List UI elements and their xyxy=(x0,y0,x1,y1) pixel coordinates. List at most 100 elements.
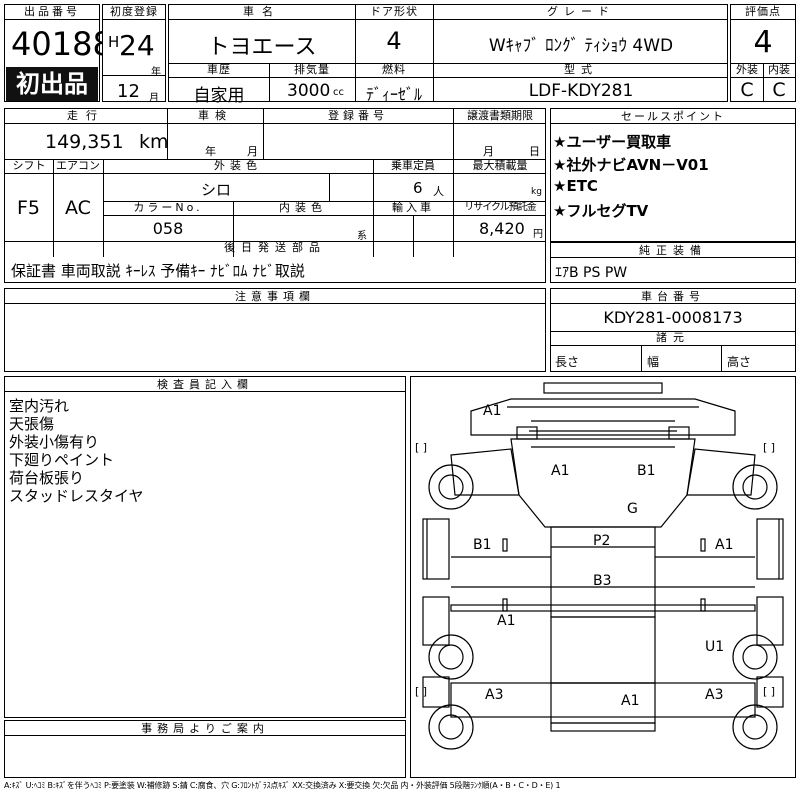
year-unit: 年 xyxy=(151,67,161,78)
dims-label: 諸元 xyxy=(551,331,795,346)
shift-label: シフト xyxy=(12,159,46,172)
grade-label: グレード xyxy=(547,5,615,18)
displacement-label: 排気量 xyxy=(294,63,330,76)
inspector-line: 天張傷 xyxy=(9,415,55,433)
transfer-month-unit: 月 xyxy=(483,145,494,158)
interior-label: 内装 xyxy=(768,63,790,76)
car-name-label: 車名 xyxy=(243,5,281,18)
office-label: 事務局よりご案内 xyxy=(5,721,405,736)
length-label: 長さ xyxy=(555,355,580,369)
damage-mark: A1 xyxy=(483,403,502,419)
sales-point: ★ユーザー買取車 xyxy=(553,133,672,151)
int-color-unit: 系 xyxy=(357,231,367,242)
lot-label: 出品番号 xyxy=(5,5,99,20)
mileage: 149,351 xyxy=(45,131,124,153)
shift: F5 xyxy=(17,197,41,219)
fuel-label: 燃料 xyxy=(382,63,406,76)
car-name: トヨエース xyxy=(207,35,317,60)
score-label: 評価点 xyxy=(731,5,795,20)
inspector-line: 荷台板張り xyxy=(9,469,85,487)
inspection-month-unit: 月 xyxy=(247,145,258,158)
first-listing-badge: 初出品 xyxy=(6,67,98,101)
reg-month: 12 xyxy=(117,81,140,102)
inspection-year-unit: 年 xyxy=(205,145,216,158)
color-no: 058 xyxy=(152,219,184,238)
standard-equipment: ｴｱB PS PW xyxy=(555,265,628,281)
header-section: 出品番号 40188 初出品 初度登録 H 24 年 12 月 車名 ドア形状 … xyxy=(4,4,796,106)
damage-mark: P2 xyxy=(593,533,611,549)
exterior-grade: C xyxy=(740,79,754,101)
chassis-number: KDY281-0008173 xyxy=(603,308,743,327)
month-unit: 月 xyxy=(149,93,159,104)
damage-mark: B1 xyxy=(637,463,656,479)
first-reg-label: 初度登録 xyxy=(103,5,165,20)
spec-box: 走行 車検 登録番号 譲渡書類期限 149,351 km 年 月 月 日 シフト… xyxy=(4,108,546,258)
damage-mark: G xyxy=(627,501,638,517)
damage-mark: U1 xyxy=(705,639,725,655)
later-parts-label: 後日発送部品 xyxy=(224,241,326,254)
inspection-label: 車検 xyxy=(198,109,232,122)
score-box: 評価点 4 外装 内装 C C xyxy=(730,4,796,102)
color-no-label: カラーNo. xyxy=(133,201,203,214)
bracket-left-bottom: [ ] xyxy=(415,685,428,698)
vehicle-info-box: 車名 ドア形状 グレード トヨエース 4 Wｷｬﾌﾞ ﾛﾝｸﾞ ﾃｨｼｮｳ 4W… xyxy=(168,4,728,106)
damage-mark: A3 xyxy=(705,687,724,703)
reg-year: 24 xyxy=(119,29,155,62)
legend: A:ｷｽﾞ U:ﾍｺﾐ B:ｷｽﾞを伴うﾍｺﾐ P:要塗装 W:補修跡 S:錆 … xyxy=(4,781,561,790)
model-label: 型式 xyxy=(564,63,598,76)
load-label: 最大積載量 xyxy=(472,159,528,172)
inspector-line: 外装小傷有り xyxy=(9,433,100,451)
inspector-line: 室内汚れ xyxy=(9,397,70,415)
ext-color-label: 外装色 xyxy=(214,159,262,172)
sales-points-box: セールスポイント ★ユーザー買取車 ★社外ナビAVN－V01 ★ETC ★フルセ… xyxy=(550,108,796,242)
sales-point: ★フルセグTV xyxy=(553,202,649,220)
chassis-box: 車台番号 KDY281-0008173 諸元 長さ 幅 高さ xyxy=(550,288,796,372)
import-label: 輸入車 xyxy=(392,201,434,214)
displacement: 3000 xyxy=(287,81,331,101)
damage-mark: B3 xyxy=(593,573,612,589)
doors: 4 xyxy=(386,27,402,55)
inspector-box: 検査員記入欄 室内汚れ 天張傷 外装小傷有り 下廻りペイント 荷台板張り スタッ… xyxy=(4,376,406,718)
notes-label: 注意事項欄 xyxy=(5,289,545,304)
history-label: 車歴 xyxy=(207,63,231,76)
transfer-day-unit: 日 xyxy=(529,145,540,158)
displacement-unit: cc xyxy=(333,87,344,98)
later-parts: 保証書 車両取説 ｷｰﾚｽ 予備ｷｰ ﾅﾋﾞﾛﾑ ﾅﾋﾞ取説 xyxy=(11,262,305,280)
damage-mark: A1 xyxy=(621,693,640,709)
bracket-right-top: [ ] xyxy=(763,441,776,454)
recycle-unit: 円 xyxy=(533,229,543,240)
ac: AC xyxy=(65,197,91,219)
damage-mark: A1 xyxy=(551,463,570,479)
score: 4 xyxy=(753,25,773,60)
grade: Wｷｬﾌﾞ ﾛﾝｸﾞ ﾃｨｼｮｳ 4WD xyxy=(488,36,674,56)
ext-color: シロ xyxy=(200,181,231,199)
height-label: 高さ xyxy=(727,355,752,369)
inspector-label: 検査員記入欄 xyxy=(5,377,405,392)
standard-equipment-box: 純正装備 ｴｱB PS PW xyxy=(550,242,796,283)
recycle: 8,420 xyxy=(479,219,525,238)
capacity-label: 乗車定員 xyxy=(391,159,435,172)
inspector-line: スタッドレスタイヤ xyxy=(9,487,144,505)
notes-box: 注意事項欄 xyxy=(4,288,546,372)
sales-point: ★社外ナビAVN－V01 xyxy=(553,156,709,174)
capacity-unit: 人 xyxy=(433,185,444,198)
vehicle-diagram: [ ] [ ] [ ] [ ] A1 A1 B1 G B1 A1 P2 B3 A… xyxy=(410,376,796,778)
interior-grade: C xyxy=(772,79,786,101)
office-box: 事務局よりご案内 xyxy=(4,720,406,778)
damage-mark: A1 xyxy=(715,537,734,553)
bracket-right-bottom: [ ] xyxy=(763,685,776,698)
damage-mark: B1 xyxy=(473,537,492,553)
int-color-label: 内装色 xyxy=(279,201,327,214)
damage-mark: A1 xyxy=(497,613,516,629)
recycle-label: リサイクル預託金 xyxy=(464,202,537,213)
mileage-label: 走行 xyxy=(67,109,105,122)
era: H xyxy=(108,33,120,51)
lot-number-box: 出品番号 40188 初出品 xyxy=(4,4,113,102)
exterior-label: 外装 xyxy=(736,63,758,76)
truck-outline xyxy=(422,382,784,750)
inspector-line: 下廻りペイント xyxy=(9,451,115,469)
model: LDF-KDY281 xyxy=(528,81,634,101)
load-unit: kg xyxy=(531,187,542,197)
chassis-label: 車台番号 xyxy=(551,289,795,304)
transfer-label: 譲渡書類期限 xyxy=(467,109,533,122)
